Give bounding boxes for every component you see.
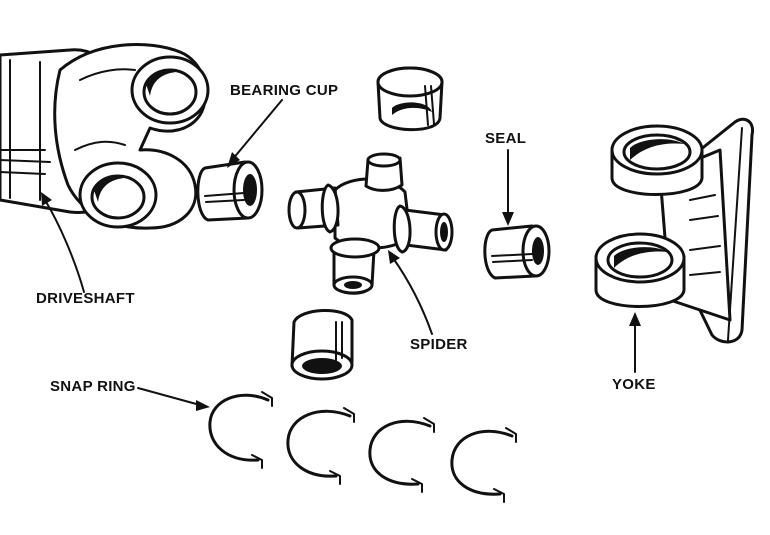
- spider: [287, 152, 454, 295]
- snap-rings: [208, 391, 517, 503]
- snap-ring-1: [208, 391, 273, 469]
- label-driveshaft: DRIVESHAFT: [36, 290, 135, 307]
- label-seal: SEAL: [485, 130, 527, 147]
- snap-ring-2: [286, 407, 355, 485]
- snap-ring-3: [368, 417, 435, 493]
- bearing-cup-bottom: [290, 308, 354, 381]
- seal-bearing-cup: [483, 224, 551, 280]
- label-snap-ring: SNAP RING: [50, 378, 136, 395]
- label-yoke: YOKE: [612, 376, 656, 393]
- bearing-cup-left: [196, 160, 264, 222]
- leader-lines: [41, 99, 641, 411]
- driveshaft-assembly: [0, 43, 210, 230]
- bearing-cup-top: [376, 66, 444, 132]
- label-spider: SPIDER: [410, 336, 468, 353]
- snap-ring-4: [450, 427, 517, 503]
- yoke: [594, 117, 755, 344]
- label-bearing-cup: BEARING CUP: [230, 82, 339, 99]
